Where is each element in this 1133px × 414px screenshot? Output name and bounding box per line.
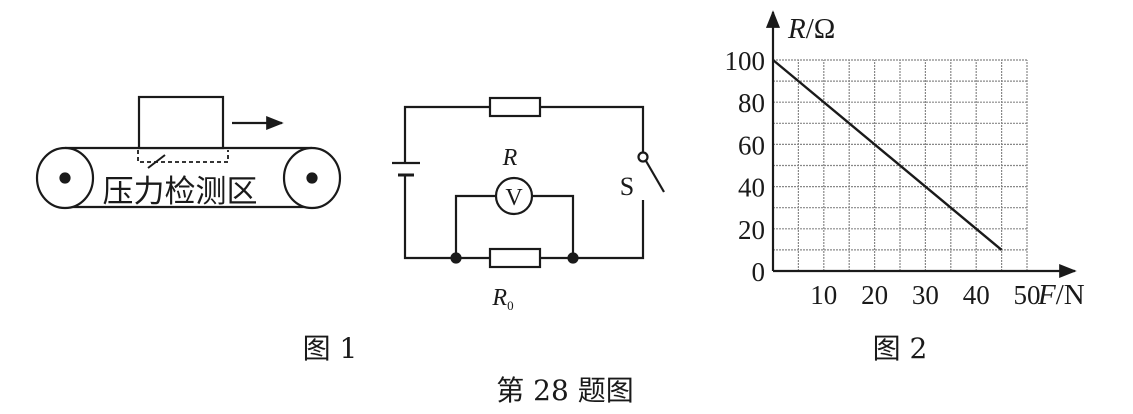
resistor-r0 xyxy=(488,247,542,269)
y-tick-label: 0 xyxy=(752,257,766,287)
voltmeter-label: V xyxy=(505,185,523,211)
switch-label: S xyxy=(620,172,634,201)
pressure-zone-dashed xyxy=(137,150,229,163)
x-tick-label: 10 xyxy=(810,280,837,310)
x-tick-label: 40 xyxy=(963,280,990,310)
conveyor-belt xyxy=(35,95,342,210)
circuit xyxy=(392,96,665,269)
data-line xyxy=(772,59,1003,251)
figure1-caption: 图 1 xyxy=(303,332,358,365)
x-tick-label: 50 xyxy=(1014,280,1041,310)
switch-pivot xyxy=(637,151,649,163)
package-box xyxy=(137,95,225,150)
resistor-r0-label: R0 xyxy=(491,285,513,313)
y-tick-label: 100 xyxy=(725,46,766,76)
y-axis-label: R/Ω xyxy=(787,13,835,45)
y-tick-label: 20 xyxy=(738,215,765,245)
y-tick-label: 40 xyxy=(738,173,765,203)
x-tick-label: 20 xyxy=(861,280,888,310)
resistor-r xyxy=(488,96,542,118)
y-tick-label: 80 xyxy=(738,88,765,118)
main-caption: 第 28 题图 xyxy=(496,374,633,407)
switch-blade xyxy=(645,160,665,193)
pressure-zone-label: 压力检测区 xyxy=(103,174,258,210)
x-tick-label: 30 xyxy=(912,280,939,310)
voltmeter xyxy=(494,176,534,216)
y-tick-label: 60 xyxy=(738,130,765,160)
resistor-r-label: R xyxy=(502,145,518,171)
figure2-caption: 图 2 xyxy=(873,332,928,365)
resistance-force-chart: 10 20 30 40 50 0 20 40 60 80 100 xyxy=(725,10,1077,310)
x-axis-label: F/N xyxy=(1037,279,1085,311)
